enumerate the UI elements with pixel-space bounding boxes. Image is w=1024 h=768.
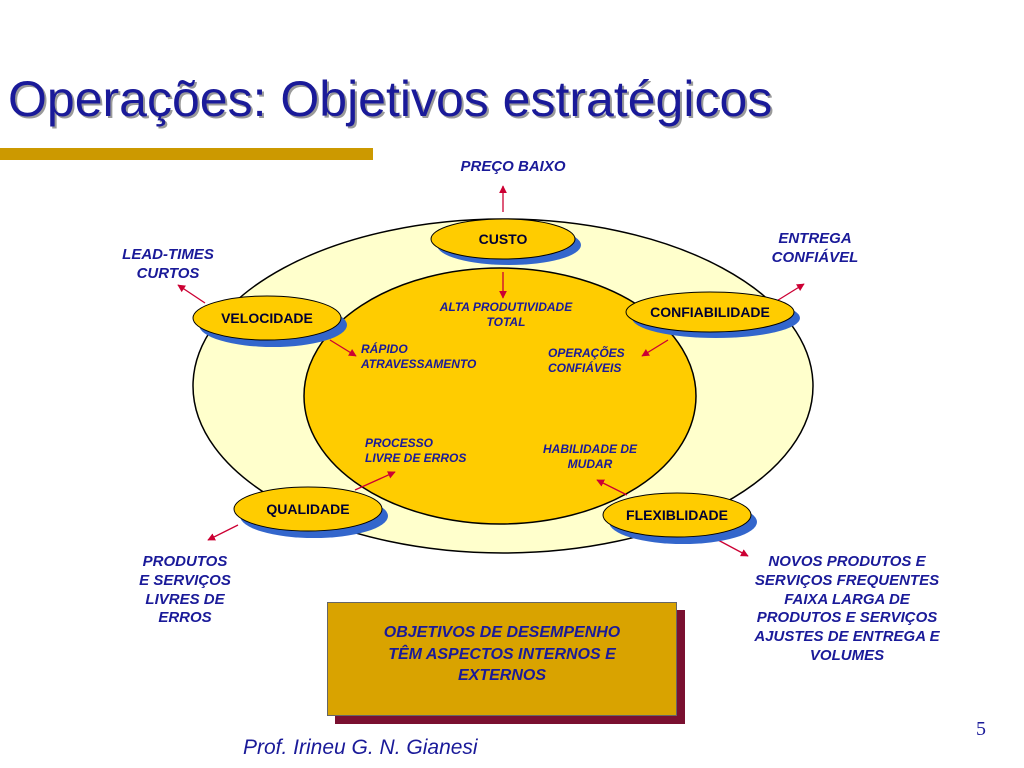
label-rapido: RÁPIDO ATRAVESSAMENTO (361, 342, 477, 371)
summary-box-text: OBJETIVOS DE DESEMPENHO TÊM ASPECTOS INT… (383, 624, 621, 685)
arrow-conf-in (641, 339, 669, 357)
pill-velocidade-label: VELOCIDADE (221, 310, 313, 326)
pill-confiabilidade (625, 291, 800, 338)
summary-box (327, 602, 677, 716)
label-produtos: PRODUTOS E SERVIÇOS LIVRES DE ERROS (139, 553, 231, 627)
arrow-veloc-in (329, 339, 357, 357)
label-preco-baixo: PREÇO BAIXO (460, 158, 566, 175)
label-alta-produtividade: ALTA PRODUTIVIDADE TOTAL (439, 300, 573, 329)
page-title: Operações: Objetivos estratégicos (8, 71, 773, 127)
label-operacoes: OPERAÇÕES CONFIÁVEIS (548, 346, 625, 375)
pill-custo (430, 218, 581, 265)
pill-confiabilidade-label: CONFIABILIDADE (650, 304, 770, 320)
arrow-entrega (774, 283, 805, 303)
pill-flexibilidade (602, 492, 757, 544)
label-habilidade: HABILIDADE DE MUDAR (542, 442, 637, 471)
label-novos-produtos: NOVOS PRODUTOS E SERVIÇOS FREQUENTES FAI… (754, 553, 940, 664)
pill-custo-label: CUSTO (478, 231, 528, 247)
arrow-lead (177, 284, 206, 304)
footer-author: Prof. Irineu G. N. Gianesi (243, 736, 478, 759)
pill-velocidade (192, 295, 347, 347)
page-number: 5 (976, 718, 986, 740)
arrow-qual-in (354, 471, 396, 491)
pill-qualidade (233, 486, 388, 538)
arrow-novos (717, 539, 749, 557)
title-accent-bar (0, 148, 373, 160)
pill-qualidade-label: QUALIDADE (266, 501, 350, 517)
arrow-flex-in (596, 479, 628, 496)
label-processo: PROCESSO LIVRE DE ERROS (365, 436, 467, 465)
label-entrega: ENTREGA CONFIÁVEL (771, 230, 859, 266)
label-lead-times: LEAD-TIMES CURTOS (122, 246, 214, 282)
inner-ellipse (303, 267, 697, 525)
pill-flexibilidade-label: FLEXIBLIDADE (626, 507, 728, 523)
arrow-produtos (207, 524, 239, 541)
